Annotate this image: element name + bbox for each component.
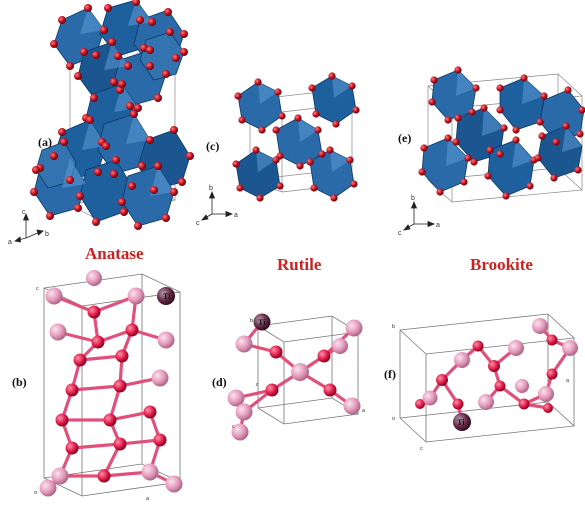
panel-c-axis-c: c bbox=[196, 220, 200, 227]
panel-c-rutile-polyhedra: (c) b a c bbox=[196, 72, 360, 227]
brookite-bs-ti-atoms bbox=[422, 318, 578, 410]
rutile-bs-o-atoms bbox=[265, 345, 337, 397]
panel-f-cell-b: b bbox=[392, 324, 395, 330]
panel-a-label: (a) bbox=[38, 135, 52, 149]
panel-e-axis-b: b bbox=[411, 195, 415, 202]
panel-c-axis-a: a bbox=[234, 212, 238, 219]
panel-d-cell-a: a bbox=[362, 408, 366, 414]
panel-b-cell-a: a bbox=[146, 496, 150, 502]
panel-c-axes bbox=[201, 190, 234, 221]
anatase-bs-ti-atoms bbox=[39, 270, 183, 497]
panel-f-cell-a: a bbox=[566, 378, 570, 384]
panel-e-brookite-polyhedra: (e) b a c bbox=[398, 66, 585, 237]
rutile-oxygen-atoms bbox=[232, 72, 360, 202]
panel-c-axis-b: b bbox=[209, 185, 213, 192]
panel-d-cell-c2: c bbox=[232, 424, 235, 430]
panel-f-label: (f) bbox=[384, 367, 396, 381]
panel-f-cell-c: c bbox=[420, 446, 423, 452]
panel-a-axes bbox=[14, 212, 44, 243]
panel-f-ti-label: Ti bbox=[457, 418, 465, 427]
panel-e-label: (e) bbox=[398, 131, 411, 145]
panel-f-brookite-ball-stick: Ti b o c a (f) bbox=[384, 313, 578, 452]
title-brookite: Brookite bbox=[470, 255, 533, 274]
panel-e-axes bbox=[403, 200, 436, 231]
panel-a-axis-c: c bbox=[22, 209, 26, 216]
panel-d-cell-b: b bbox=[250, 318, 253, 324]
anatase-bs-ti-labeled-atom bbox=[157, 287, 175, 305]
panel-b-label: (b) bbox=[12, 375, 27, 389]
panel-f-cell-o: o bbox=[392, 416, 395, 422]
panel-a-axis-b: b bbox=[45, 231, 49, 238]
panel-b-cell-c: c bbox=[36, 286, 39, 292]
brookite-bs-ti-labeled-atom bbox=[453, 413, 471, 431]
anatase-bs-o-atoms bbox=[55, 305, 167, 483]
panel-b-ti-label: Ti bbox=[163, 292, 171, 301]
anatase-oxygen-atoms bbox=[30, 0, 194, 230]
rutile-bs-ti-labeled-atom bbox=[253, 313, 271, 331]
brookite-bs-o-atoms bbox=[415, 334, 558, 413]
panel-d-label: (d) bbox=[212, 375, 227, 389]
title-anatase: Anatase bbox=[85, 244, 144, 263]
panel-a-anatase-polyhedra: (a) c b a bbox=[8, 0, 194, 246]
rutile-bs-ti-atoms bbox=[227, 319, 363, 441]
panel-c-label: (c) bbox=[206, 139, 219, 153]
brookite-octahedra-highlights bbox=[446, 70, 582, 168]
rutile-octahedra-highlights bbox=[256, 76, 352, 172]
panel-e-axis-a: a bbox=[436, 222, 440, 229]
panel-b-cell-o: o bbox=[34, 490, 37, 496]
panel-a-axis-a: a bbox=[8, 239, 12, 246]
panel-d-cell-c: c bbox=[256, 382, 259, 388]
title-rutile: Rutile bbox=[277, 255, 322, 274]
panel-d-ti-label: Ti bbox=[258, 318, 266, 327]
panel-b-anatase-ball-stick: Ti c o a (b) bbox=[12, 270, 183, 502]
brookite-oxygen-atoms bbox=[418, 66, 585, 200]
panel-d-rutile-ball-stick: Ti b c c a (d) bbox=[212, 313, 366, 441]
panel-e-axis-c: c bbox=[398, 230, 402, 237]
